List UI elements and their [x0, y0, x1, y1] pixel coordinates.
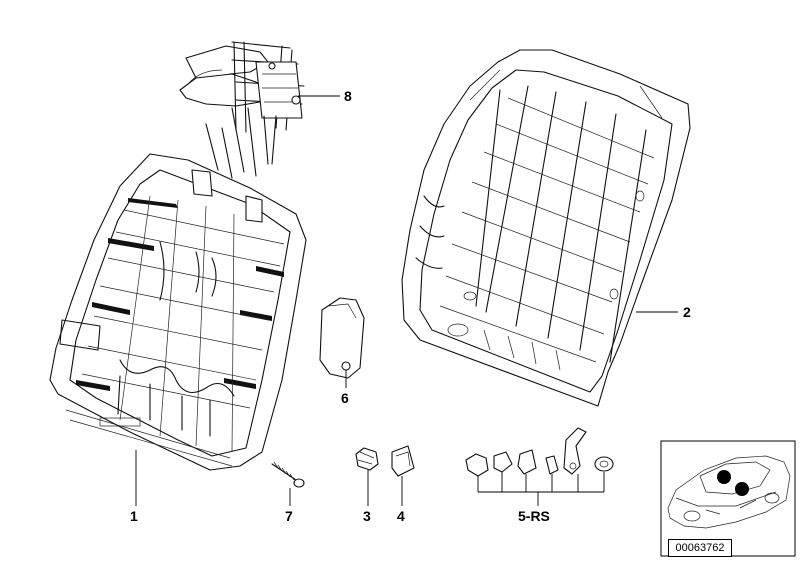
- inset-car-location: [660, 440, 796, 557]
- part-4-clip: [391, 445, 415, 477]
- car-outline: [667, 455, 791, 529]
- part-8-headrest-guide: [179, 41, 305, 179]
- label-part-8: 8: [344, 88, 352, 104]
- part-6-cover-cap: [319, 297, 365, 379]
- label-part-6: 6: [341, 390, 349, 406]
- seat-marker-left: [717, 470, 731, 484]
- leader-lines: [135, 95, 678, 506]
- seat-marker-right: [735, 482, 749, 496]
- label-part-3: 3: [363, 508, 371, 524]
- part-5-rs-clip-set: [465, 427, 614, 477]
- part-1-seat-back-frame: [49, 153, 307, 471]
- part-3-clip: [355, 447, 379, 471]
- label-part-5-rs: 5-RS: [518, 508, 550, 524]
- label-part-1: 1: [130, 508, 138, 524]
- reference-number: 00063762: [668, 539, 732, 557]
- label-part-4: 4: [397, 508, 405, 524]
- part-2-rear-panel: [401, 49, 691, 407]
- label-part-2: 2: [683, 304, 691, 320]
- label-part-7: 7: [285, 508, 293, 524]
- part-7-screw: [271, 461, 305, 488]
